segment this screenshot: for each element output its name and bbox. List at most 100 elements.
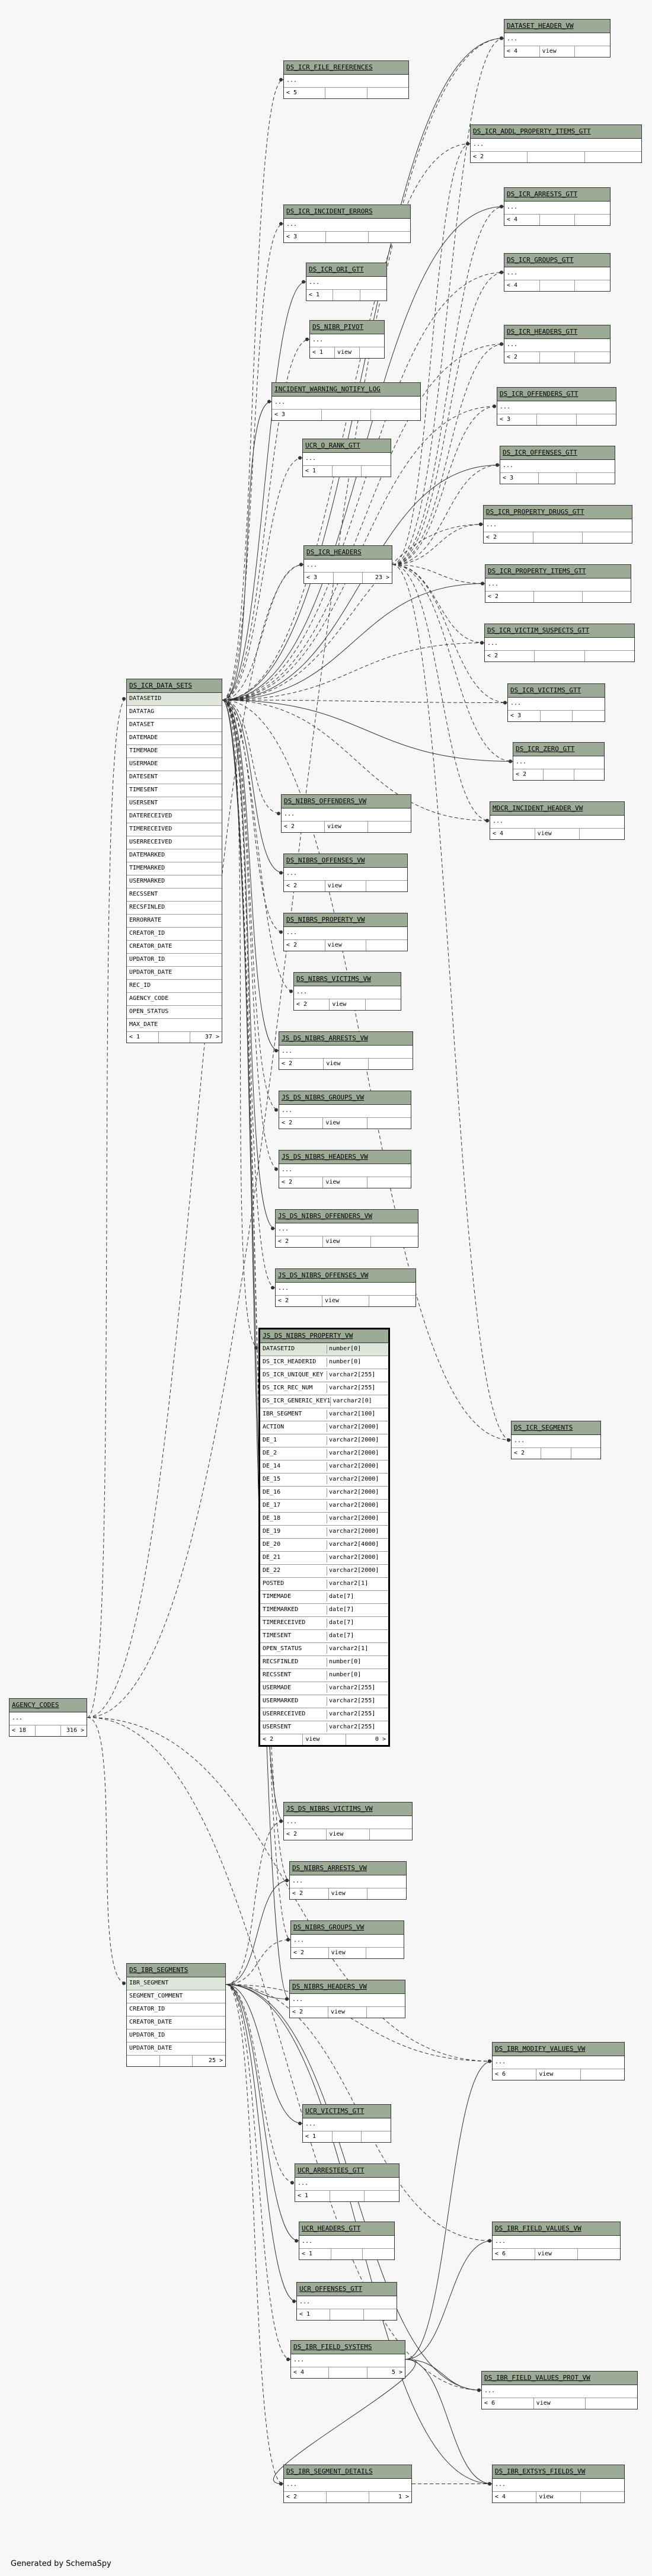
table-name[interactable]: MDCR_INCIDENT_HEADER_VW (490, 802, 624, 816)
table-name[interactable]: DS_ICR_ADDL_PROPERTY_ITEMS_GTT (471, 125, 641, 139)
parents-count[interactable]: < 2 (485, 651, 535, 661)
children-count[interactable] (574, 769, 604, 780)
parents-count[interactable]: < 2 (284, 1829, 327, 1840)
children-count[interactable] (577, 414, 616, 425)
children-count[interactable] (580, 829, 624, 839)
parents-count[interactable] (127, 2056, 160, 2066)
table-ucr-o-rank-gtt[interactable]: UCR_O_RANK_GTT...< 1 (302, 439, 391, 477)
table-name[interactable]: JS_DS_NIBRS_ARRESTS_VW (279, 1032, 413, 1046)
parents-count[interactable]: < 18 (9, 1725, 36, 1736)
children-count[interactable] (581, 2492, 624, 2503)
parents-count[interactable]: < 2 (276, 1296, 322, 1306)
children-count[interactable] (577, 473, 615, 484)
table-name[interactable]: DS_ICR_FILE_REFERENCES (284, 61, 408, 75)
children-count[interactable] (360, 290, 386, 301)
parents-count[interactable]: < 1 (303, 2131, 333, 2142)
children-count[interactable] (575, 215, 610, 225)
parents-count[interactable]: < 2 (290, 2007, 328, 2018)
children-count[interactable]: 25 > (208, 2057, 223, 2064)
table-name[interactable]: DS_ICR_GROUPS_GTT (504, 254, 610, 267)
table-name[interactable]: DS_IBR_SEGMENT_DETAILS (284, 2465, 411, 2479)
parents-count[interactable]: < 3 (304, 573, 334, 583)
parents-count[interactable]: < 2 (260, 1734, 303, 1745)
table-name[interactable]: DS_IBR_FIELD_SYSTEMS (291, 2341, 405, 2354)
children-count[interactable] (365, 2191, 399, 2201)
parents-count[interactable]: < 2 (290, 1888, 329, 1899)
table-name[interactable]: DS_IBR_FIELD_VALUES_PROT_VW (482, 2372, 637, 2385)
parents-count[interactable]: < 3 (284, 232, 327, 242)
children-count[interactable] (367, 1177, 411, 1188)
table-name[interactable]: AGENCY_CODES (9, 1699, 87, 1712)
table-name[interactable]: DS_ICR_OFFENSES_GTT (500, 446, 615, 460)
table-name[interactable]: DS_ICR_HEADERS (304, 546, 392, 560)
table-icr-offenses-gtt[interactable]: DS_ICR_OFFENSES_GTT...< 3 (500, 446, 615, 484)
children-count[interactable]: 23 > (375, 574, 390, 581)
parents-count[interactable]: < 2 (471, 152, 528, 162)
parents-count[interactable]: < 1 (310, 347, 335, 358)
parents-count[interactable]: < 4 (490, 829, 535, 839)
children-count[interactable] (369, 232, 410, 242)
parents-count[interactable]: < 2 (284, 881, 325, 891)
table-name[interactable]: DS_ICR_ORI_GTT (306, 263, 386, 277)
parents-count[interactable]: < 3 (272, 410, 322, 420)
parents-count[interactable]: < 3 (500, 473, 539, 484)
table-name[interactable]: DS_IBR_SEGMENTS (127, 1964, 225, 1977)
parents-count[interactable]: < 2 (512, 1448, 542, 1459)
table-icr-groups-gtt[interactable]: DS_ICR_GROUPS_GTT...< 4 (504, 253, 611, 292)
table-name[interactable]: DS_IBR_FIELD_VALUES_VW (493, 2222, 620, 2236)
parents-count[interactable]: < 4 (291, 2367, 330, 2378)
parents-count[interactable]: < 2 (279, 1059, 324, 1069)
children-count[interactable] (583, 592, 631, 602)
table-name[interactable]: JS_DS_NIBRS_OFFENSES_VW (276, 1269, 416, 1283)
parents-count[interactable]: < 2 (284, 940, 325, 951)
table-name[interactable]: DS_ICR_SEGMENTS (512, 1421, 600, 1435)
children-count[interactable] (575, 46, 610, 57)
table-name[interactable]: DS_ICR_PROPERTY_ITEMS_GTT (485, 565, 631, 579)
table-name[interactable]: DS_IBR_EXTSYS_FIELDS_VW (493, 2465, 624, 2479)
children-count[interactable] (370, 1829, 412, 1840)
parents-count[interactable]: < 2 (282, 822, 325, 832)
table-name[interactable]: DS_ICR_HEADERS_GTT (504, 325, 610, 339)
parents-count[interactable]: < 1 (306, 290, 334, 301)
parents-count[interactable]: < 3 (497, 414, 537, 425)
table-name[interactable]: JS_DS_NIBRS_OFFENDERS_VW (276, 1210, 418, 1223)
table-icr-property-items-gtt[interactable]: DS_ICR_PROPERTY_ITEMS_GTT...< 2 (485, 564, 631, 603)
table-name[interactable]: DS_ICR_OFFENDERS_GTT (497, 388, 616, 401)
parents-count[interactable]: < 1 (295, 2191, 330, 2201)
parents-count[interactable]: < 2 (504, 352, 540, 363)
table-name[interactable]: UCR_OFFENSES_GTT (297, 2283, 397, 2296)
parents-count[interactable]: < 2 (294, 999, 330, 1010)
table-ucr-arrestees-gtt[interactable]: UCR_ARRESTEES_GTT...< 1 (295, 2163, 399, 2202)
parents-count[interactable]: < 6 (482, 2398, 534, 2409)
parents-count[interactable]: < 2 (484, 532, 533, 543)
table-ucr-headers-gtt[interactable]: UCR_HEADERS_GTT...< 1 (299, 2222, 395, 2260)
table-name[interactable]: DS_NIBRS_ARRESTS_VW (290, 1862, 406, 1875)
table-name[interactable]: JS_DS_NIBRS_HEADERS_VW (279, 1150, 411, 1164)
children-count[interactable] (571, 1448, 600, 1459)
children-count[interactable] (364, 2309, 397, 2320)
table-ucr-victims-gtt[interactable]: UCR_VICTIMS_GTT...< 1 (302, 2104, 391, 2143)
table-name[interactable]: UCR_HEADERS_GTT (299, 2222, 394, 2236)
children-count[interactable] (366, 940, 407, 951)
children-count[interactable] (362, 2131, 391, 2142)
children-count[interactable] (366, 881, 407, 891)
parents-count[interactable]: < 2 (513, 769, 544, 780)
table-icr-addl-property-items-gtt[interactable]: DS_ICR_ADDL_PROPERTY_ITEMS_GTT...< 2 (470, 124, 642, 163)
parents-count[interactable]: < 4 (504, 46, 540, 57)
children-count[interactable] (578, 2249, 620, 2259)
children-count[interactable] (581, 2069, 624, 2080)
